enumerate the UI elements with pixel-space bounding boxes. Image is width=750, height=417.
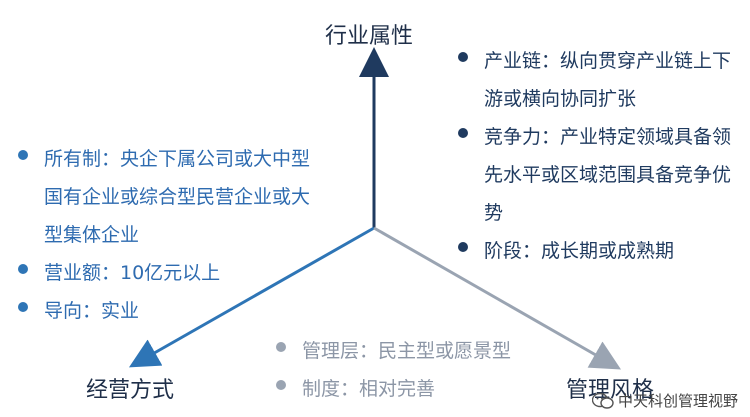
axis-label-top: 行业属性	[325, 24, 414, 49]
bullet-item: 导向：实业	[16, 292, 316, 330]
bullet-item: 阶段：成长期或成熟期	[456, 232, 746, 270]
bullet-dot-icon	[458, 52, 468, 62]
axis-label-left: 经营方式	[86, 378, 175, 403]
bullet-text: 导向：实业	[44, 300, 140, 322]
bullet-item: 营业额：10亿元以上	[16, 254, 316, 292]
bullet-dot-icon	[458, 242, 468, 252]
left-axis-arrow	[128, 226, 375, 368]
industry-attributes-list: 产业链：纵向贯穿产业链上下游或横向协同扩张 竞争力：产业特定领域具备领先水平或区…	[456, 42, 746, 270]
business-mode-list: 所有制：央企下属公司或大中型国有企业或综合型民营企业或大型集体企业 营业额：10…	[16, 140, 316, 330]
bullet-text: 阶段：成长期或成熟期	[484, 240, 675, 262]
bullet-dot-icon	[276, 380, 286, 390]
right-axis-arrow	[373, 226, 622, 370]
bullet-text: 管理层：民主型或愿景型	[302, 340, 512, 362]
bullet-item: 制度：相对完善	[274, 370, 574, 408]
bullet-dot-icon	[276, 342, 286, 352]
bullet-item: 产业链：纵向贯穿产业链上下游或横向协同扩张	[456, 42, 746, 118]
bullet-item: 管理层：民主型或愿景型	[274, 332, 574, 370]
bullet-dot-icon	[18, 264, 28, 274]
bullet-text: 营业额：10亿元以上	[44, 262, 221, 284]
bullet-item: 竞争力：产业特定领域具备领先水平或区域范围具备竞争优势	[456, 118, 746, 232]
bullet-text: 竞争力：产业特定领域具备领先水平或区域范围具备竞争优势	[484, 126, 732, 224]
bullet-text: 制度：相对完善	[302, 378, 436, 400]
management-style-list: 管理层：民主型或愿景型 制度：相对完善	[274, 332, 574, 408]
watermark: 中天科创管理视野	[591, 390, 738, 411]
wechat-icon	[591, 392, 614, 409]
bullet-dot-icon	[18, 150, 28, 160]
bullet-item: 所有制：央企下属公司或大中型国有企业或综合型民营企业或大型集体企业	[16, 140, 316, 254]
bullet-text: 产业链：纵向贯穿产业链上下游或横向协同扩张	[484, 50, 732, 110]
bullet-dot-icon	[458, 128, 468, 138]
watermark-text: 中天科创管理视野	[617, 392, 738, 410]
bullet-dot-icon	[18, 302, 28, 312]
bullet-text: 所有制：央企下属公司或大中型国有企业或综合型民营企业或大型集体企业	[44, 148, 311, 246]
